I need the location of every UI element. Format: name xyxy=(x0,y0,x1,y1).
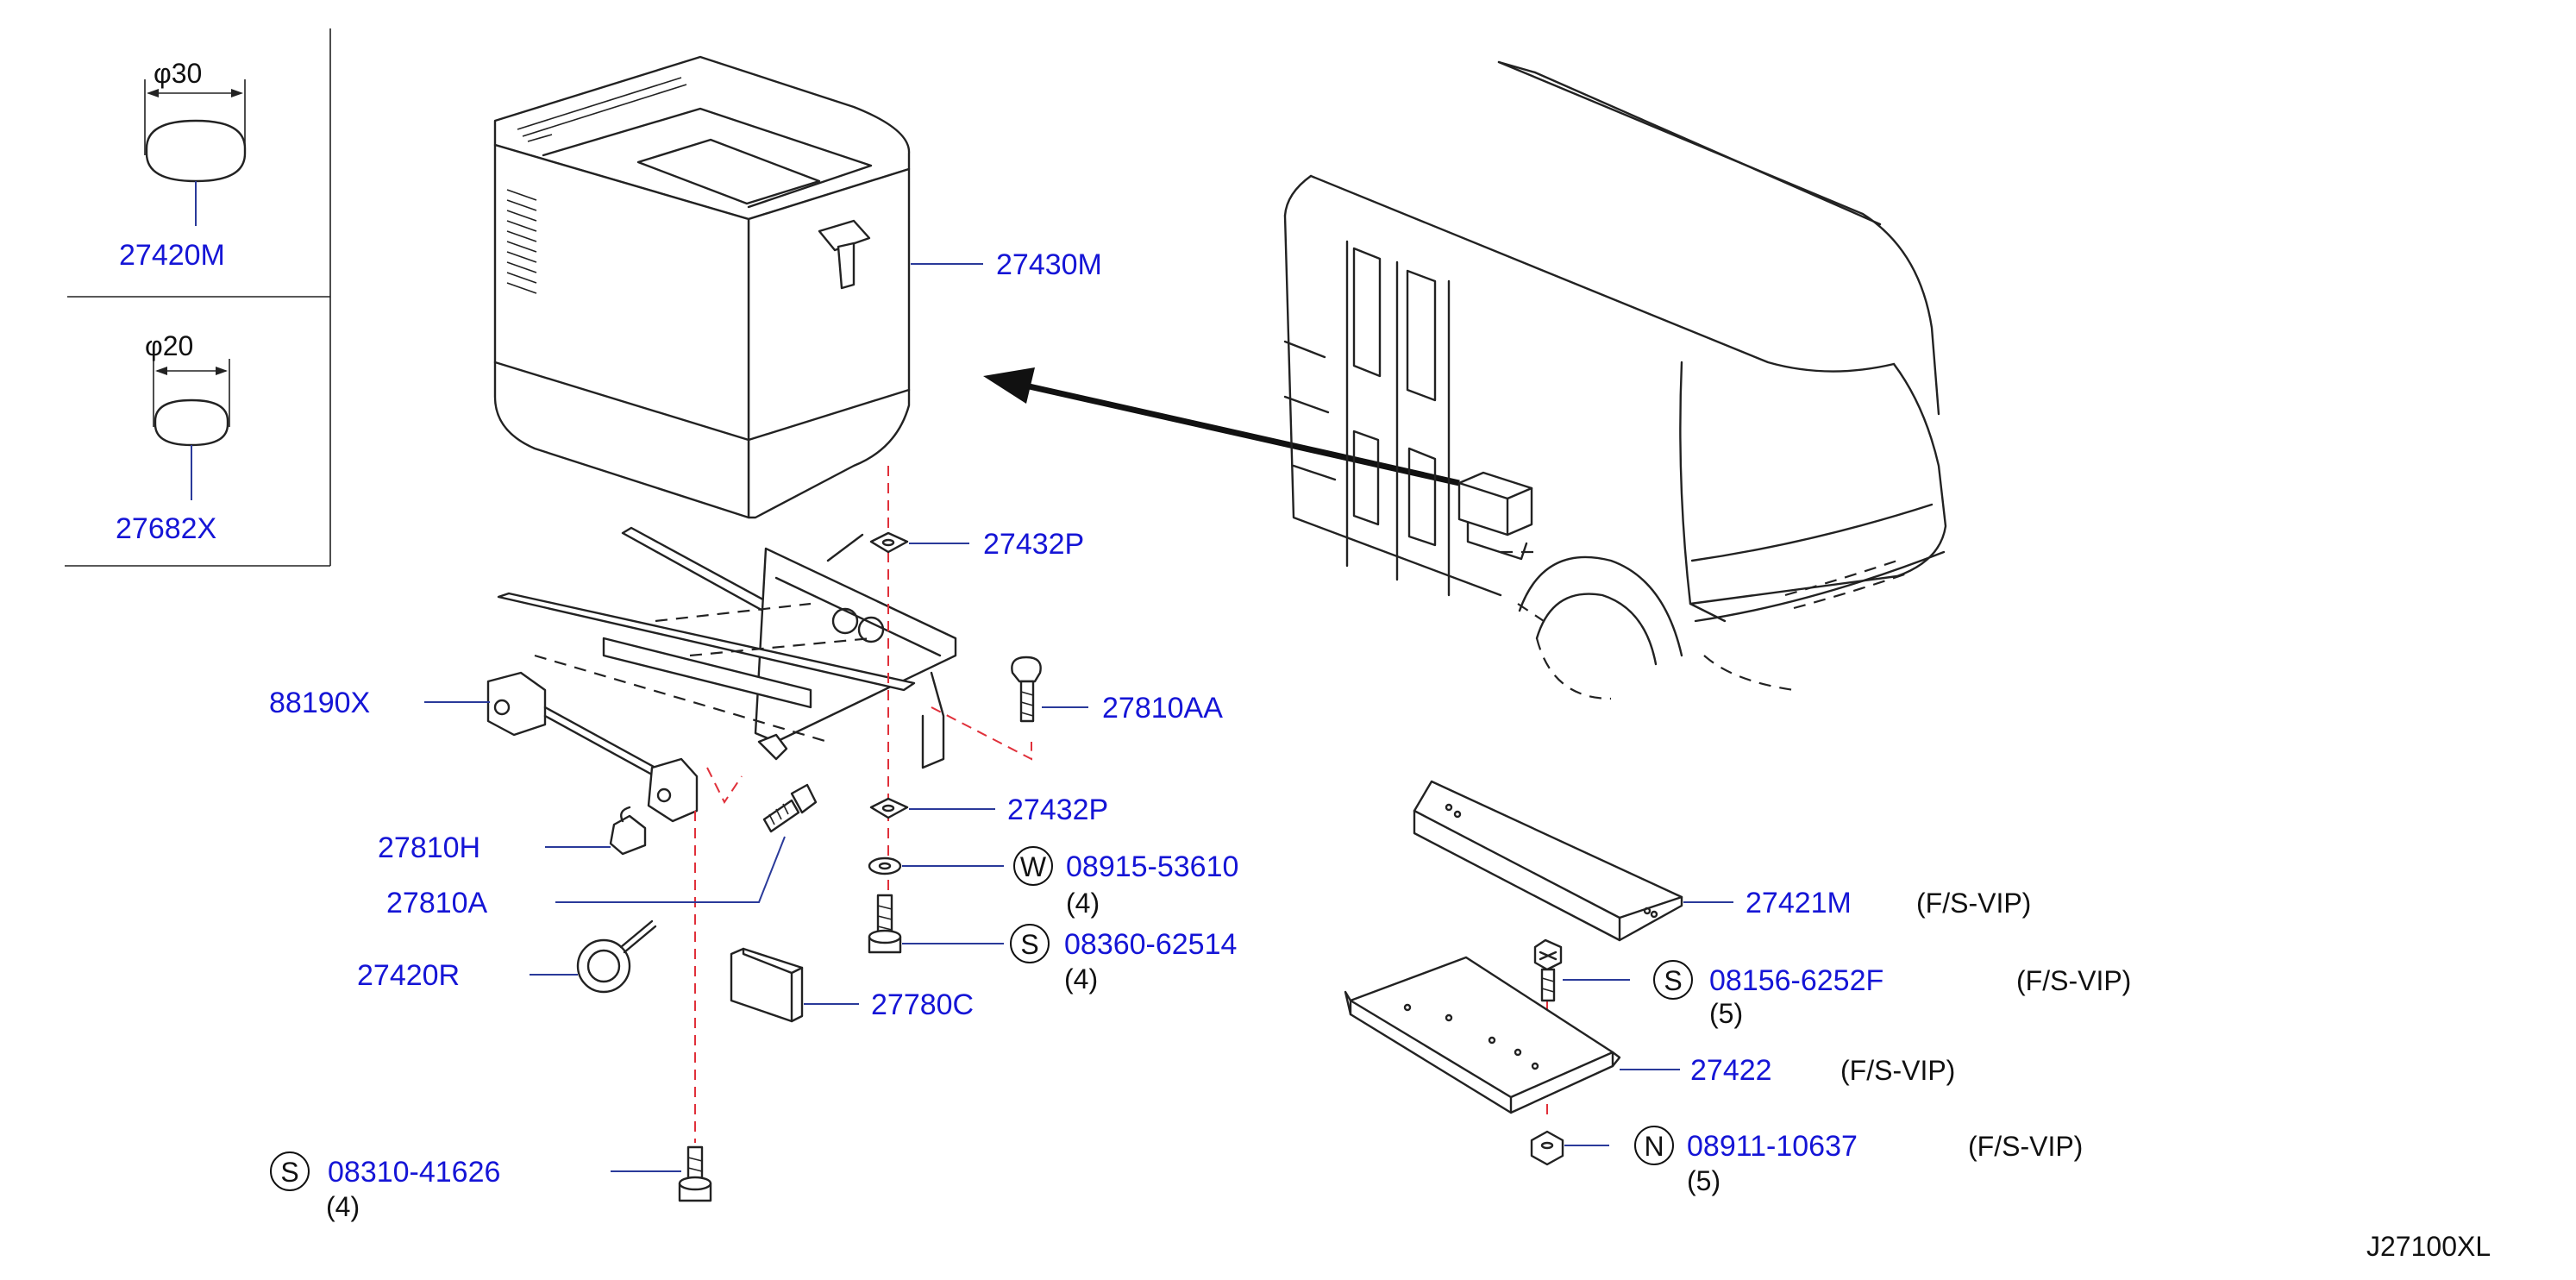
qty-08911-10637: (5) xyxy=(1687,1165,1720,1196)
qty-08915-53610: (4) xyxy=(1066,888,1100,919)
bolt-08310-41626-drawing xyxy=(678,1145,712,1202)
variant-08911-10637: (F/S-VIP) xyxy=(1968,1131,2083,1162)
part-27780C[interactable]: 27780C xyxy=(871,988,974,1021)
bolt-08156-6252F-drawing xyxy=(1533,938,1563,1002)
symbol-S-08156 xyxy=(1653,960,1693,1000)
symbol-W-letter: W xyxy=(1020,851,1047,882)
symbol-S-08310 xyxy=(270,1151,310,1191)
disc-27420M-drawing xyxy=(144,79,247,226)
qty-08310-41626: (4) xyxy=(326,1191,360,1222)
qty-08360-62514: (4) xyxy=(1064,963,1098,995)
part-27420M[interactable]: 27420M xyxy=(119,239,225,272)
washer-27432P-top-drawing xyxy=(869,531,909,554)
mounting-bracket-drawing xyxy=(486,526,1032,823)
van-drawing xyxy=(1283,60,1947,700)
symbol-S-08360 xyxy=(1010,924,1050,963)
symbol-N xyxy=(1634,1126,1674,1165)
part-27810H[interactable]: 27810H xyxy=(378,831,480,864)
nut-08911-10637-drawing xyxy=(1530,1130,1564,1166)
inset-panel xyxy=(65,28,331,567)
disc-27682X-drawing xyxy=(153,359,230,500)
dimension-phi20: φ20 xyxy=(145,330,193,361)
variant-27422: (F/S-VIP) xyxy=(1840,1055,1955,1086)
plate-27421M-drawing xyxy=(1413,780,1683,942)
variant-27421M: (F/S-VIP) xyxy=(1916,888,2031,919)
refrigerator-box-drawing xyxy=(493,55,911,519)
part-88190X[interactable]: 88190X xyxy=(269,687,370,719)
washer-27432P-bottom-drawing xyxy=(869,797,909,819)
part-27682X[interactable]: 27682X xyxy=(116,512,216,545)
part-08911-10637[interactable]: 08911-10637 xyxy=(1687,1130,1858,1163)
part-27810AA[interactable]: 27810AA xyxy=(1102,692,1223,725)
symbol-S-08310-letter: S xyxy=(280,1157,298,1188)
clip-27810AA-drawing xyxy=(1011,656,1042,723)
qty-08156-6252F: (5) xyxy=(1709,998,1743,1029)
part-08156-6252F[interactable]: 08156-6252F xyxy=(1709,964,1883,997)
dimension-phi30: φ30 xyxy=(154,58,202,89)
part-27422[interactable]: 27422 xyxy=(1690,1054,1772,1087)
part-27432P-bottom[interactable]: 27432P xyxy=(1007,794,1108,826)
symbol-S-08360-letter: S xyxy=(1020,929,1038,960)
part-27810A[interactable]: 27810A xyxy=(386,887,488,919)
part-08310-41626[interactable]: 08310-41626 xyxy=(328,1156,500,1189)
bolt-08360-62514-drawing xyxy=(868,894,902,954)
symbol-S-08156-letter: S xyxy=(1664,965,1682,996)
band-27420R-drawing xyxy=(576,919,657,994)
variant-08156-6252F: (F/S-VIP) xyxy=(2016,965,2131,996)
pad-27780C-drawing xyxy=(730,947,804,1023)
symbol-W xyxy=(1013,846,1053,886)
washer-08915-53610-drawing xyxy=(868,856,902,875)
clip-27810H-drawing xyxy=(609,806,647,856)
part-27420R[interactable]: 27420R xyxy=(357,959,460,992)
part-27421M[interactable]: 27421M xyxy=(1746,887,1852,919)
bolt-27810A-drawing xyxy=(762,783,818,833)
diagram-code: J27100XL xyxy=(2366,1231,2491,1262)
part-08360-62514[interactable]: 08360-62514 xyxy=(1064,928,1237,961)
part-27430M[interactable]: 27430M xyxy=(996,248,1102,281)
symbol-N-letter: N xyxy=(1644,1131,1664,1162)
part-27432P-top[interactable]: 27432P xyxy=(983,528,1084,561)
location-arrow xyxy=(983,367,1460,486)
part-08915-53610[interactable]: 08915-53610 xyxy=(1066,850,1238,883)
tray-27422-drawing xyxy=(1344,956,1621,1114)
